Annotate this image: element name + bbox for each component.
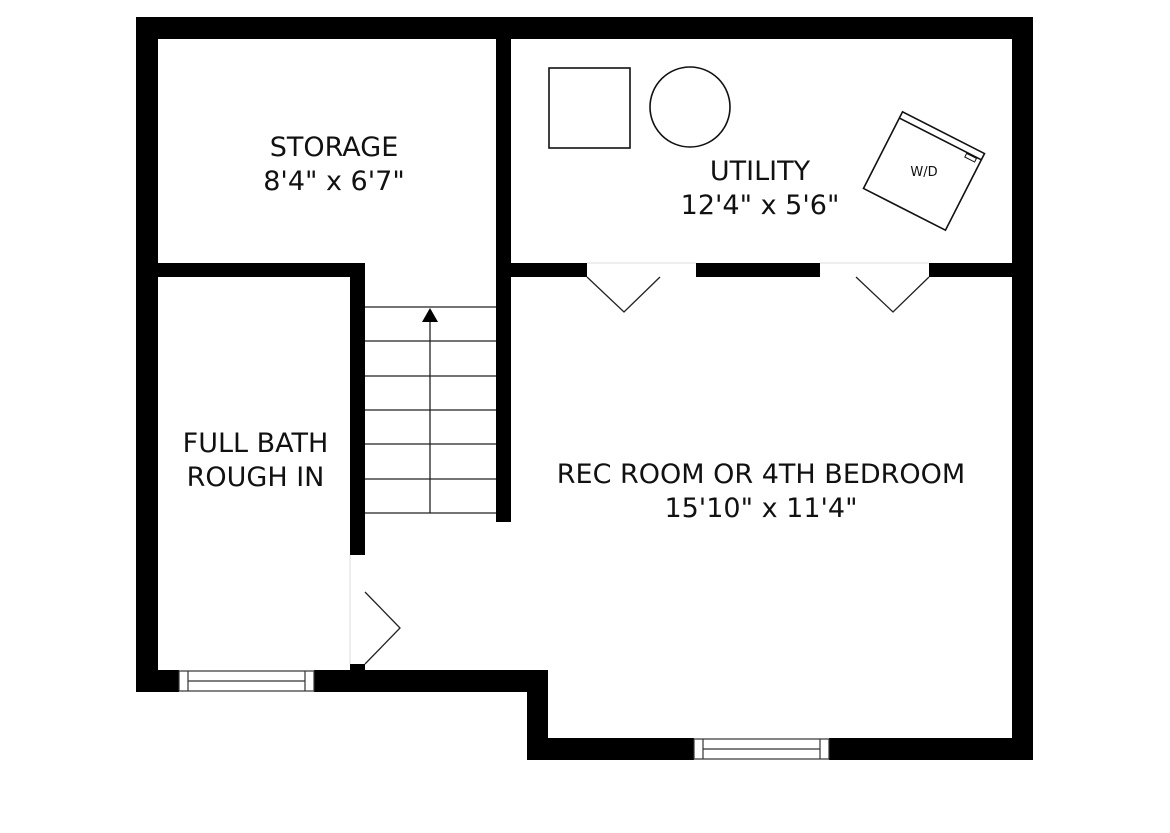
bath-door-icon: [364, 591, 401, 665]
room-name: FULL BATH: [182, 428, 329, 459]
room-name: STORAGE: [269, 132, 399, 163]
room-dimensions: 12'4" x 5'6": [680, 190, 840, 221]
room-label-storage: STORAGE 8'4" x 6'7": [196, 131, 472, 199]
utility-wall-right: [929, 263, 1012, 277]
room-label-full-bath: FULL BATH ROUGH IN: [158, 427, 353, 495]
window-bath: [178, 670, 315, 692]
room-dimensions: 8'4" x 6'7": [263, 166, 405, 197]
step-wall: [527, 670, 548, 760]
utility-wall-mid: [696, 263, 820, 277]
water-heater-circle-icon: [649, 66, 731, 148]
center-wall: [496, 39, 511, 522]
top-wall: [136, 17, 1033, 39]
walls: [136, 17, 1033, 760]
right-wall: [1012, 17, 1033, 760]
stairs: [365, 306, 496, 514]
bottom-wall-left: [136, 670, 179, 692]
room-label-utility: UTILITY 12'4" x 5'6": [620, 155, 900, 223]
stairs-up-arrow-icon: [422, 308, 438, 322]
furnace-square-icon: [548, 67, 631, 149]
utility-door-right-icon: [855, 276, 930, 313]
washer-dryer-icon: [862, 110, 986, 232]
room-name: UTILITY: [709, 156, 811, 187]
bath-right-wall-upper: [350, 263, 365, 555]
bottom-wall-rec-left: [527, 738, 694, 760]
room-label-rec-room: REC ROOM OR 4TH BEDROOM 15'10" x 11'4": [511, 458, 1011, 526]
bottom-wall-mid: [314, 670, 548, 692]
bottom-wall-rec-right: [829, 738, 1033, 760]
room-name-line2: ROUGH IN: [186, 462, 325, 493]
storage-bath-wall: [158, 263, 365, 277]
window-rec-room: [693, 738, 830, 760]
room-name: REC ROOM OR 4TH BEDROOM: [556, 459, 966, 490]
bath-right-wall-lower: [350, 664, 365, 680]
utility-door-left-icon: [586, 276, 661, 313]
washer-dryer-label: W/D: [910, 165, 937, 180]
room-dimensions: 15'10" x 11'4": [664, 493, 858, 524]
left-wall: [136, 17, 158, 692]
utility-wall-left: [511, 263, 587, 277]
